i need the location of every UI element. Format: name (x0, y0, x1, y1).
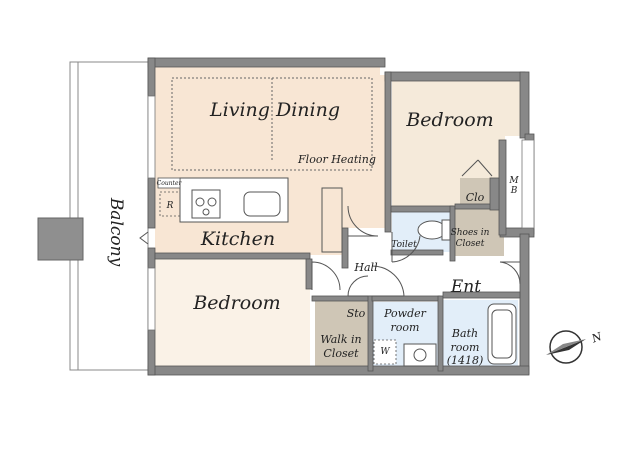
label-bath-size: (1418) (447, 354, 484, 367)
kitchen-counter (157, 177, 343, 253)
doors (139, 159, 521, 297)
closet-area (460, 178, 490, 206)
powder-room-door (371, 265, 405, 297)
label-room-bath: room (451, 341, 480, 354)
label-mb-b: B (510, 186, 518, 196)
label-floor-heating: Floor Heating (297, 153, 376, 166)
meter-box-area (506, 140, 522, 230)
toilet-door (391, 232, 421, 263)
label-balcony: Balcony (106, 197, 126, 267)
label-mb-m: M (508, 176, 519, 186)
windows (147, 95, 535, 331)
label-living-dining: Living Dining (209, 99, 340, 121)
label-room-powder: room (391, 321, 420, 334)
shoes-in-closet-area (454, 206, 504, 256)
entrance-door (499, 261, 521, 285)
label-ent: Ent (450, 277, 481, 297)
bedroom-left-door (311, 261, 341, 291)
label-bath: Bath (451, 327, 478, 340)
sink-icon (243, 191, 281, 217)
label-closet-shoes: Closet (456, 239, 485, 249)
storage-door (347, 275, 369, 297)
bathtub (487, 303, 517, 365)
label-walk-in-closet: Closet (323, 347, 359, 360)
washing-machine-space (373, 339, 397, 365)
label-toilet: Toilet (391, 240, 417, 250)
refrigerator-space (159, 191, 181, 217)
label-clo: Clo (466, 191, 485, 204)
closet-doors (461, 159, 493, 177)
toilet-fixture (417, 219, 451, 241)
label-storage: Sto (347, 307, 366, 320)
label-bedroom-right: Bedroom (405, 109, 493, 131)
floor-heating-zone (171, 77, 373, 171)
label-walk-in: Walk in (320, 333, 361, 346)
kitchen-door (347, 205, 379, 237)
label-shoes-in: Shoes in (451, 228, 490, 238)
label-refrigerator: R (166, 201, 174, 211)
compass-north-label: N (589, 330, 604, 346)
compass (546, 330, 586, 364)
kitchen-cabinet (321, 187, 343, 253)
counter-box (157, 177, 181, 189)
powder-fixtures (373, 339, 437, 367)
label-kitchen: Kitchen (200, 228, 275, 250)
label-powder: Powder (383, 307, 427, 320)
walk-in-closet-area (315, 300, 370, 367)
bedroom-left-area (155, 255, 310, 367)
label-hall: Hall (353, 261, 378, 274)
air-conditioner-unit (37, 217, 84, 261)
balcony (37, 61, 149, 371)
label-counter: Counter (157, 180, 183, 187)
label-washer: W (380, 347, 390, 357)
label-bedroom-left: Bedroom (192, 292, 280, 314)
balcony-door (139, 231, 149, 245)
